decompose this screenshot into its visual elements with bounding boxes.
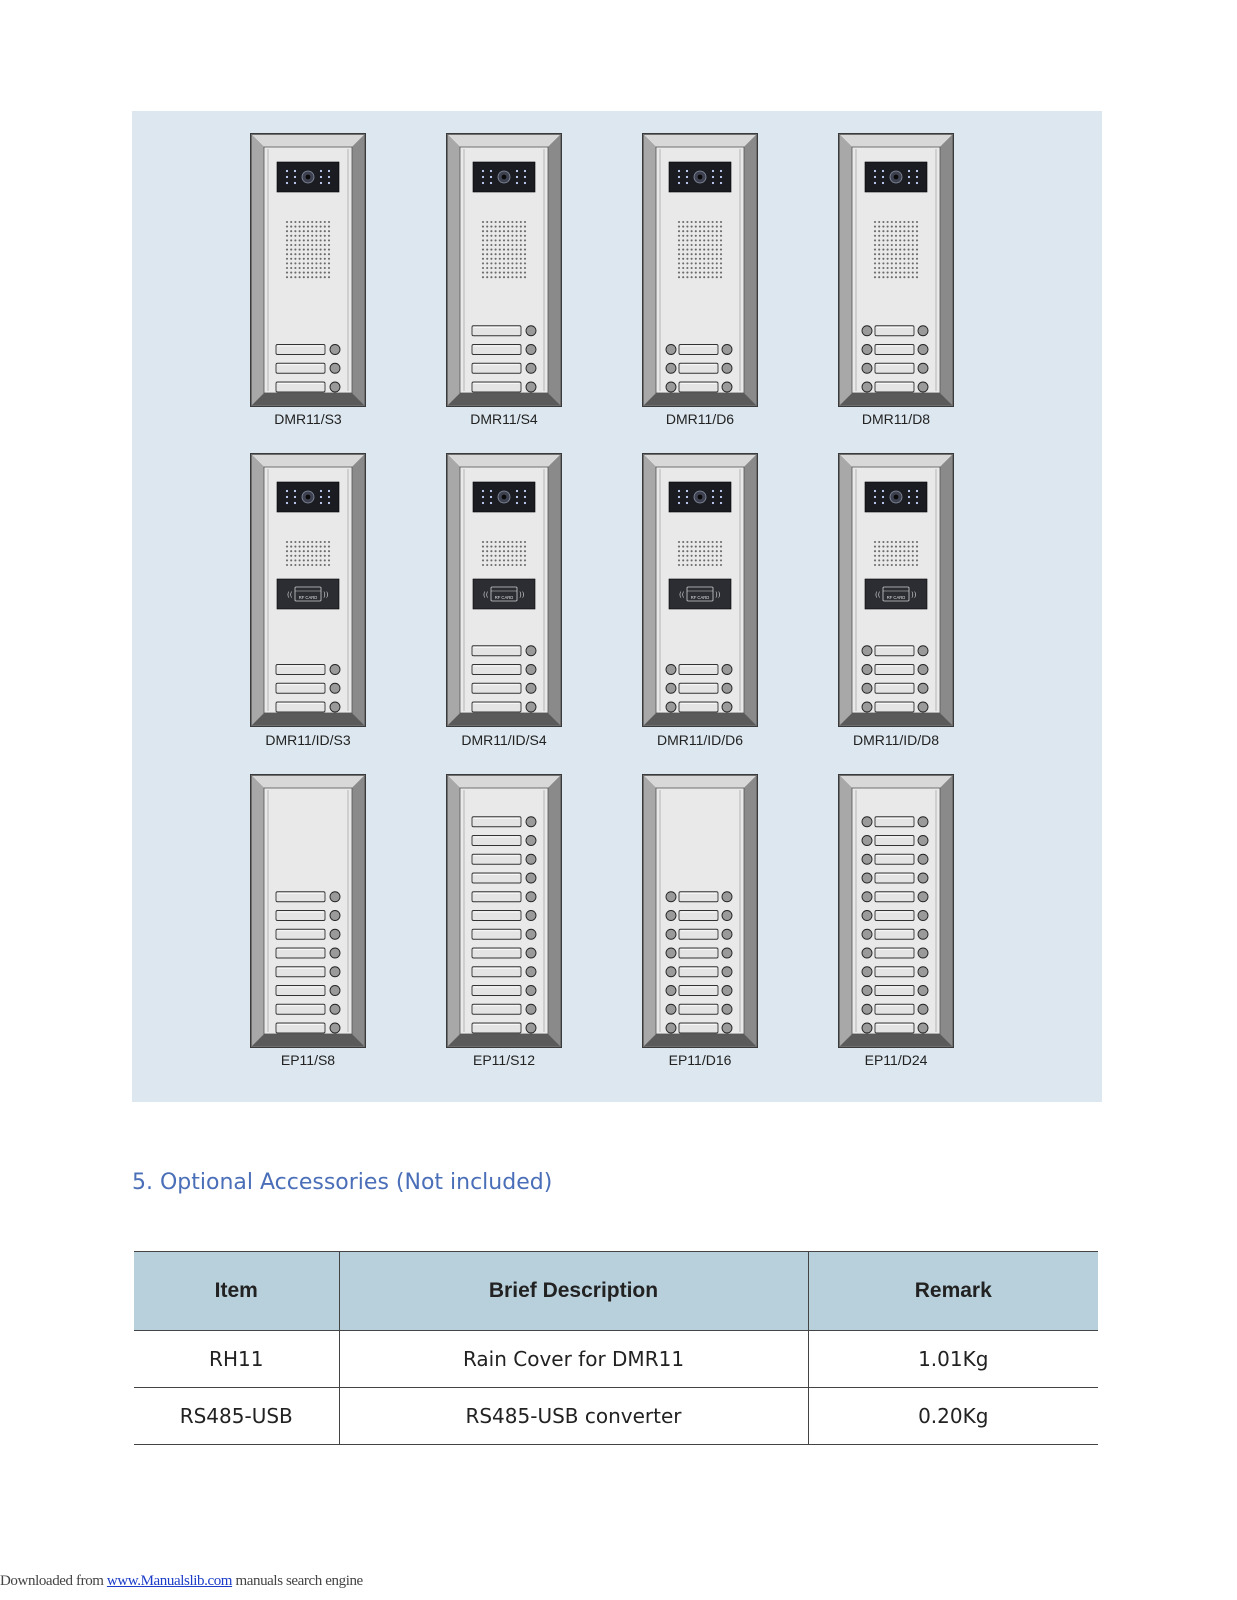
svg-text:RF CARD: RF CARD — [299, 595, 318, 600]
door-panel-image: RF CARD (()) — [838, 453, 954, 727]
cell-remark: 0.20Kg — [807, 1387, 1098, 1445]
footer: Downloaded from www.Manualslib.com manua… — [0, 1573, 363, 1590]
panel-model-label: DMR11/D8 — [861, 411, 931, 427]
manualslib-link[interactable]: www.Manualslib.com — [106, 1573, 233, 1589]
panel-gallery: DMR11/S3 DMR11/S4 DMR11/D6 DMR11/D8 RF C… — [132, 111, 1102, 1102]
column-header-remark: Remark — [807, 1251, 1098, 1331]
svg-text:((: (( — [875, 591, 881, 599]
panel-model-label: DMR11/S4 — [470, 411, 538, 427]
svg-text:((: (( — [287, 591, 293, 599]
svg-text:)): )) — [715, 591, 721, 599]
svg-text:RF CARD: RF CARD — [887, 595, 906, 600]
svg-text:((: (( — [679, 591, 685, 599]
table-row: RH11 Rain Cover for DMR11 1.01Kg — [134, 1330, 1098, 1388]
door-panel-image: RF CARD (()) — [642, 453, 758, 727]
door-panel-image — [838, 774, 954, 1048]
footer-suffix: manuals search engine — [235, 1573, 363, 1589]
column-header-description: Brief Description — [338, 1251, 808, 1331]
panel-model-label: DMR11/ID/S3 — [265, 732, 351, 748]
panel-model-label: DMR11/ID/D6 — [656, 732, 744, 748]
section-heading: 5. Optional Accessories (Not included) — [132, 1170, 553, 1195]
svg-text:((: (( — [483, 591, 489, 599]
cell-item: RS485-USB — [134, 1387, 339, 1445]
cell-description: RS485-USB converter — [338, 1387, 808, 1445]
column-header-item: Item — [134, 1251, 339, 1331]
panel-model-label: EP11/D16 — [668, 1052, 732, 1068]
cell-item: RH11 — [134, 1330, 339, 1388]
svg-text:RF CARD: RF CARD — [691, 595, 710, 600]
door-panel-image — [642, 133, 758, 407]
panel-model-label: DMR11/ID/D8 — [852, 732, 940, 748]
door-panel-image — [250, 133, 366, 407]
svg-text:)): )) — [323, 591, 329, 599]
door-panel-image: RF CARD (()) — [250, 453, 366, 727]
door-panel-image — [446, 774, 562, 1048]
cell-description: Rain Cover for DMR11 — [338, 1330, 808, 1388]
door-panel-image — [838, 133, 954, 407]
panel-model-label: DMR11/S3 — [274, 411, 342, 427]
svg-text:RF CARD: RF CARD — [495, 595, 514, 600]
panel-model-label: DMR11/D6 — [665, 411, 735, 427]
accessories-table: Item Brief Description Remark RH11 Rain … — [134, 1251, 1098, 1445]
door-panel-image — [642, 774, 758, 1048]
svg-text:)): )) — [911, 591, 917, 599]
door-panel-image: RF CARD (()) — [446, 453, 562, 727]
door-panel-image — [250, 774, 366, 1048]
door-panel-image — [446, 133, 562, 407]
panel-model-label: EP11/S8 — [280, 1052, 336, 1068]
panel-model-label: DMR11/ID/S4 — [461, 732, 547, 748]
cell-remark: 1.01Kg — [807, 1330, 1098, 1388]
table-header-row: Item Brief Description Remark — [134, 1251, 1098, 1331]
svg-text:)): )) — [519, 591, 525, 599]
table-row: RS485-USB RS485-USB converter 0.20Kg — [134, 1387, 1098, 1445]
footer-prefix: Downloaded from — [0, 1573, 104, 1589]
panel-model-label: EP11/S12 — [472, 1052, 535, 1068]
panel-model-label: EP11/D24 — [864, 1052, 928, 1068]
